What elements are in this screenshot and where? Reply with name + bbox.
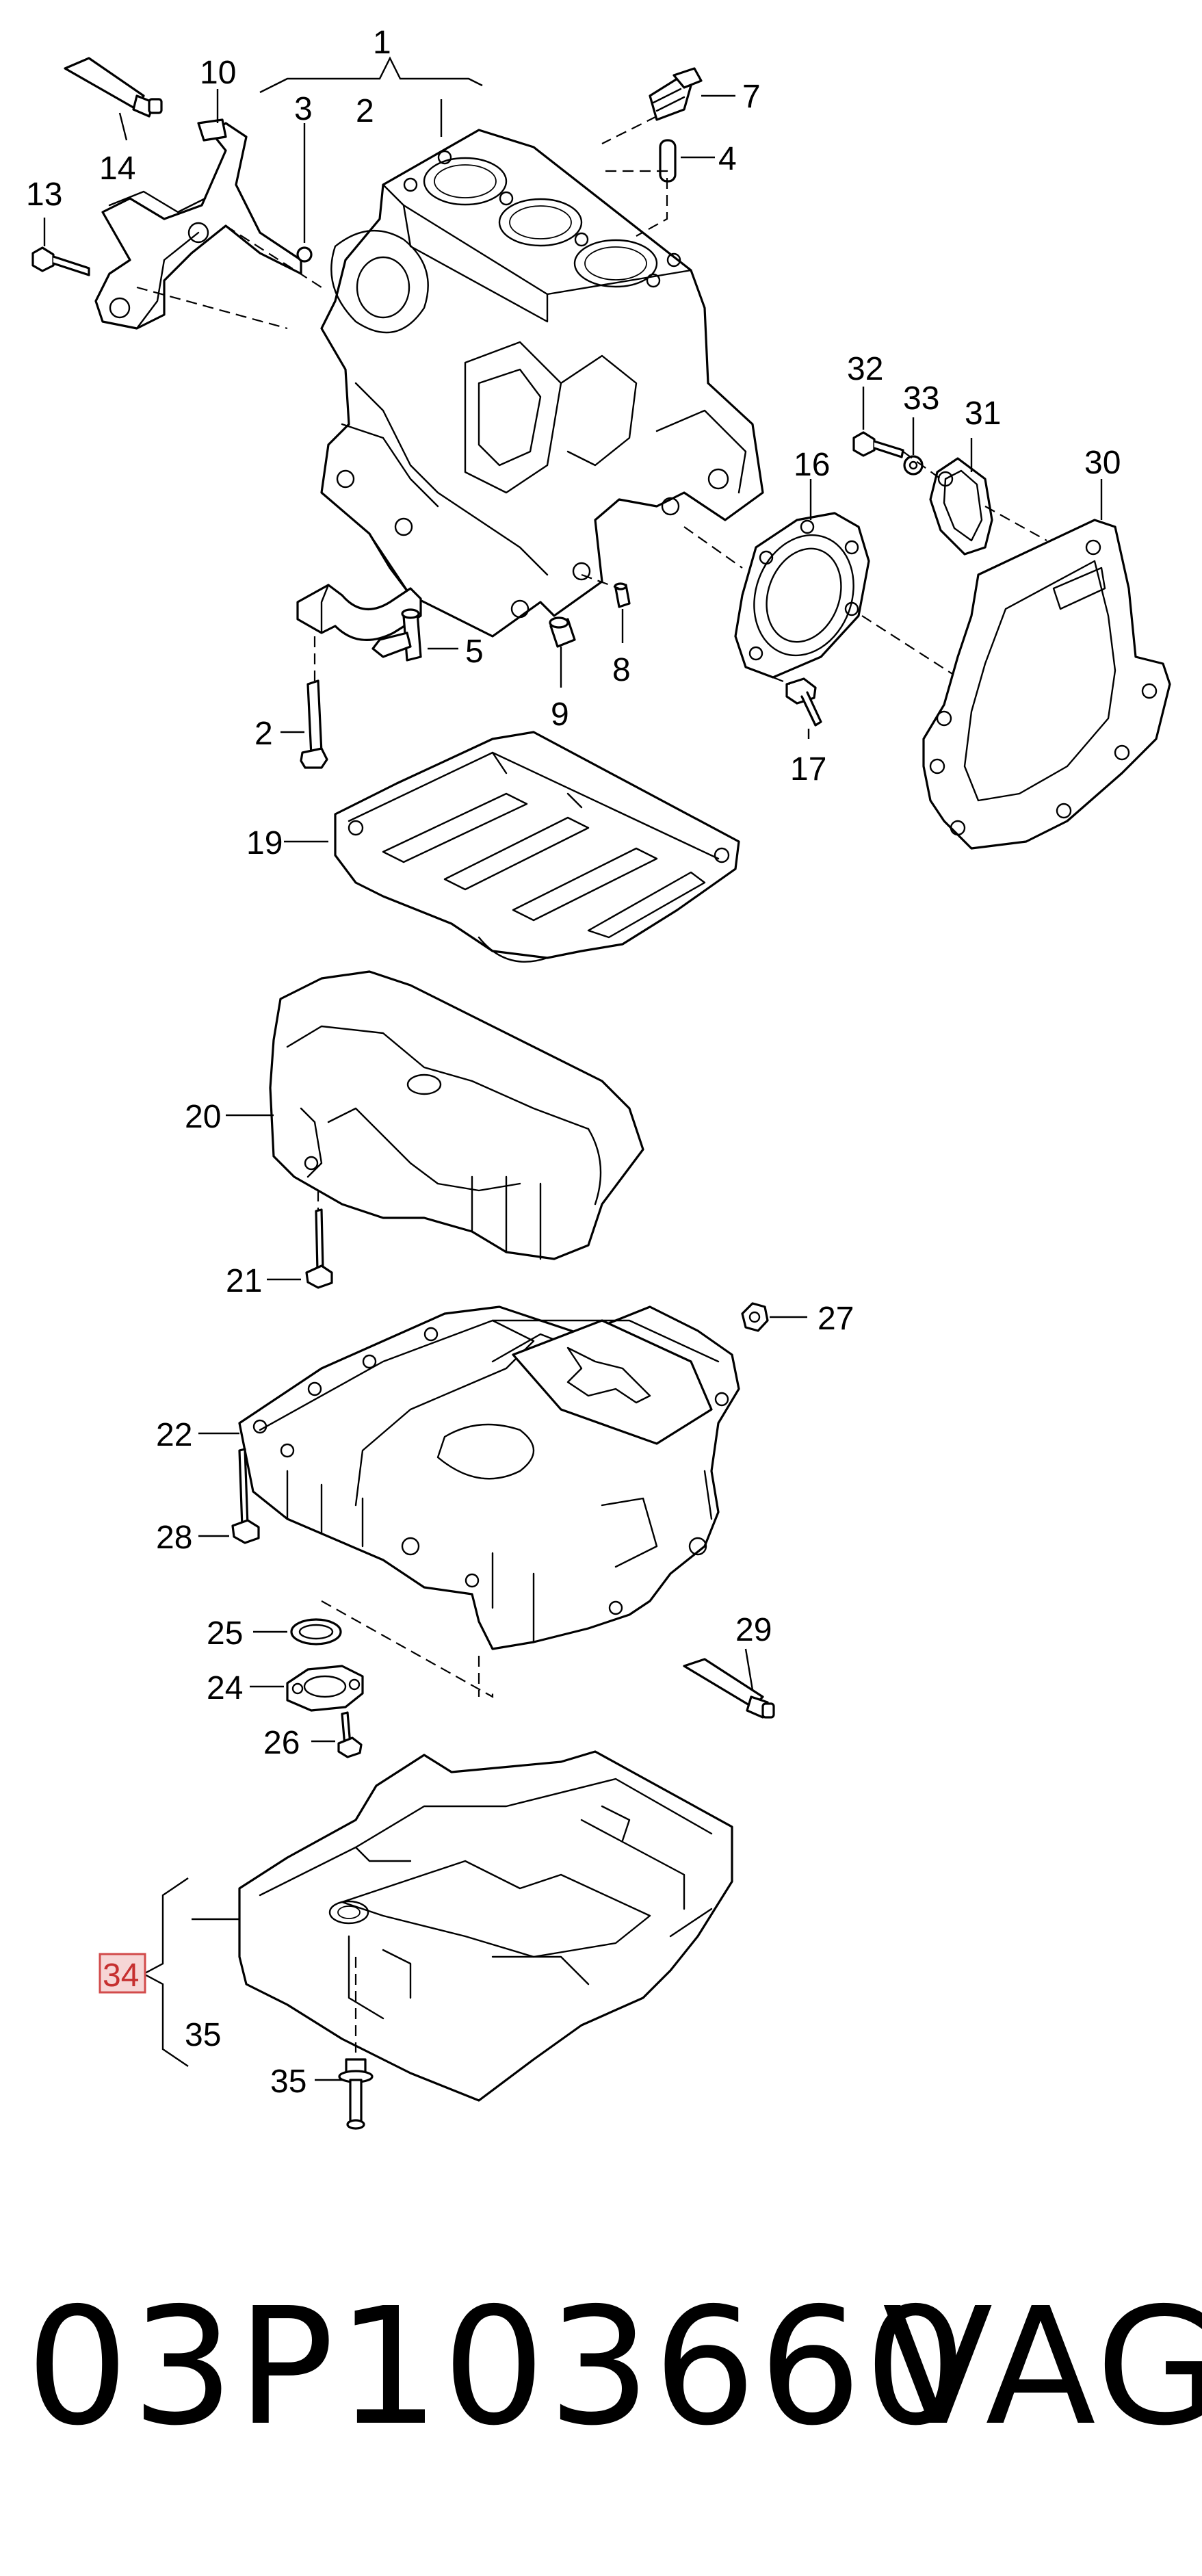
cover-plate-31: 31 bbox=[902, 395, 1001, 556]
bolt-17: 17 bbox=[772, 676, 826, 788]
callout-16: 16 bbox=[794, 447, 830, 483]
callout-14: 14 bbox=[99, 151, 135, 187]
callout-2: 2 bbox=[254, 716, 273, 752]
dowel-8: 8 bbox=[581, 573, 631, 688]
highlight-box-34 bbox=[99, 1953, 146, 1994]
callout-35-bracket: 35 bbox=[185, 2017, 221, 2053]
callout-22: 22 bbox=[156, 1417, 192, 1453]
oil-jet-5: 5 bbox=[371, 608, 484, 670]
oil-pan-upper-22: 22 bbox=[156, 1305, 740, 1650]
seal-ring-25: 25 bbox=[207, 1615, 342, 1652]
bearing-cap-2: 2 bbox=[254, 584, 422, 769]
callout-3: 3 bbox=[294, 91, 313, 127]
dowel-4: 4 bbox=[605, 139, 737, 237]
callout-21: 21 bbox=[226, 1263, 262, 1299]
bolt-28: 28 bbox=[156, 1448, 260, 1556]
bolt-26: 26 bbox=[263, 1711, 363, 1761]
flange-24: 24 bbox=[207, 1665, 364, 1712]
callout-10: 10 bbox=[200, 55, 236, 91]
callout-24: 24 bbox=[207, 1670, 243, 1706]
callout-17: 17 bbox=[790, 751, 826, 788]
callout-8: 8 bbox=[612, 652, 631, 688]
bolt-13: 13 bbox=[26, 177, 90, 276]
gasket-30: 30 bbox=[922, 445, 1171, 850]
callout-33: 33 bbox=[903, 380, 939, 417]
lower-shield-34: 34 35 bbox=[99, 1750, 733, 2102]
drain-plug-27: 27 bbox=[741, 1301, 854, 1337]
bearing-ladder-19: 19 bbox=[246, 731, 740, 963]
callout-13: 13 bbox=[26, 177, 62, 213]
plug-7: 7 bbox=[601, 67, 761, 144]
callout-31: 31 bbox=[965, 395, 1001, 432]
bolt-21: 21 bbox=[226, 1191, 333, 1299]
callout-35: 35 bbox=[270, 2064, 306, 2100]
brand-label: VAG bbox=[883, 2273, 1202, 2461]
callout-28: 28 bbox=[156, 1520, 192, 1556]
callout-19: 19 bbox=[246, 825, 283, 861]
baffle-20: 20 bbox=[185, 970, 644, 1260]
washer-33: 33 bbox=[903, 380, 939, 476]
sealant-tube-14: 14 bbox=[64, 57, 163, 187]
part-number: 03P103660 bbox=[26, 2273, 970, 2461]
callout-34: 34 bbox=[103, 1957, 139, 1994]
sleeve-9: 9 bbox=[549, 616, 576, 733]
callout-26: 26 bbox=[263, 1725, 300, 1761]
bolt-35: 35 bbox=[270, 1957, 374, 2130]
sealant-tube-29: 29 bbox=[683, 1612, 775, 1719]
callout-30: 30 bbox=[1084, 445, 1121, 481]
callout-2-top: 2 bbox=[356, 93, 374, 129]
engine-block bbox=[320, 129, 764, 638]
callout-27: 27 bbox=[818, 1301, 854, 1337]
callout-7: 7 bbox=[742, 79, 761, 115]
callout-1-group: 1 2 bbox=[259, 25, 483, 137]
bolt-32: 32 bbox=[847, 351, 904, 458]
callout-9: 9 bbox=[551, 697, 569, 733]
callout-25: 25 bbox=[207, 1615, 243, 1652]
seal-flange-16: 16 bbox=[683, 447, 958, 679]
callout-29: 29 bbox=[735, 1612, 772, 1648]
callout-4: 4 bbox=[718, 141, 737, 177]
callout-5: 5 bbox=[465, 634, 484, 670]
ring-3: 3 bbox=[294, 91, 313, 263]
callout-20: 20 bbox=[185, 1099, 221, 1135]
bracket-10: 10 bbox=[94, 55, 322, 330]
callout-32: 32 bbox=[847, 351, 883, 387]
callout-1: 1 bbox=[373, 25, 391, 61]
assembly-line-oil-pump bbox=[321, 1600, 494, 1698]
